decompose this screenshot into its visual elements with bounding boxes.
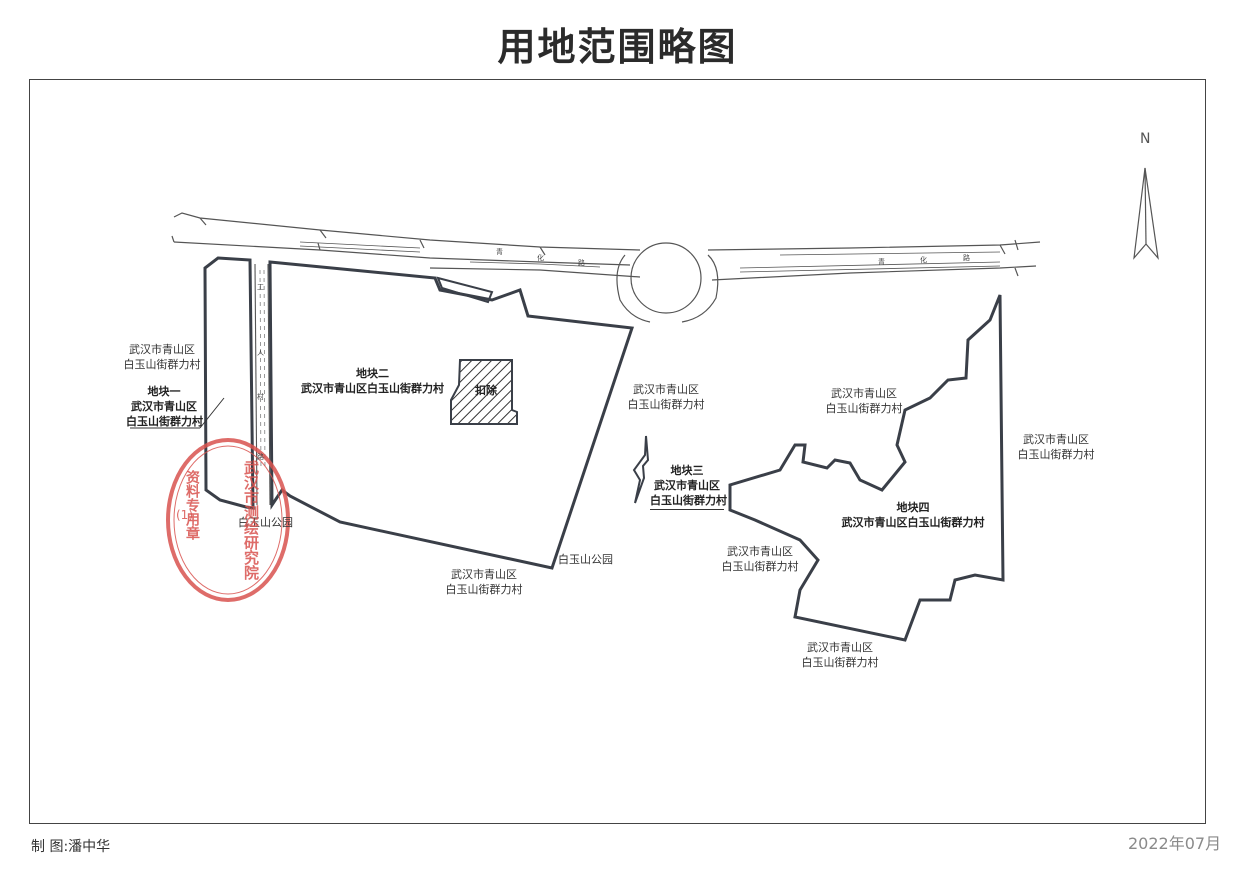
road-label-hua-east: 化: [920, 256, 927, 264]
surrounding-label-3: 武汉市青山区白玉山街群力村: [825, 387, 903, 415]
stamp-num: (1): [176, 508, 193, 522]
road-label-qing-east: 青: [878, 258, 885, 266]
parcel-1-label: 地块一 武汉市青山区 白玉山街群力村: [126, 385, 203, 428]
surrounding-label-4: 武汉市青山区白玉山街群力村: [1017, 433, 1095, 461]
road-label-v3: 村: [257, 393, 264, 401]
qinghua-road: [171, 212, 1041, 281]
surrounding-label-5: 武汉市青山区白玉山街群力村: [721, 545, 799, 573]
road-label-v1: 工: [257, 283, 264, 291]
map-maker: 制 图:潘中华: [31, 839, 111, 855]
surrounding-label-2: 武汉市青山区白玉山街群力村: [627, 383, 705, 411]
official-stamp: [166, 438, 290, 602]
surrounding-label-6: 武汉市青山区白玉山街群力村: [445, 568, 523, 596]
park-label-1: 白玉山公园: [238, 516, 293, 529]
parcel-1-boundary: [203, 256, 255, 510]
road-label-v4: 路: [257, 453, 264, 461]
park-label-2: 白玉山公园: [558, 553, 613, 566]
stamp-sub: 资料专用章: [184, 470, 200, 540]
map-date: 2022年07月: [1128, 834, 1222, 853]
excluded-label: 扣除: [475, 384, 497, 397]
north-label: N: [1140, 131, 1151, 147]
road-label-hua: 化: [537, 254, 544, 262]
parcel-4-label: 地块四 武汉市青山区白玉山街群力村: [841, 501, 985, 529]
parcel-2-label: 地块二 武汉市青山区白玉山街群力村: [301, 367, 444, 395]
page-title: 用地范围略图: [497, 25, 738, 69]
map-frame: [29, 79, 1206, 824]
road-label-lu: 路: [578, 259, 585, 267]
excluded-area: [450, 359, 518, 425]
road-label-lu-east: 路: [963, 254, 970, 262]
parcel-3-boundary: [632, 435, 650, 504]
road-strip: [436, 276, 494, 304]
north-arrow: [1133, 167, 1159, 260]
road-label-v2: 人: [257, 349, 264, 357]
stamp-text: 武汉市测绘研究院: [242, 460, 260, 580]
parcel-4-boundary: [728, 294, 1005, 642]
surrounding-label-1: 武汉市青山区白玉山街群力村: [123, 343, 201, 371]
parcel-1-leader: [199, 397, 225, 429]
surrounding-label-7: 武汉市青山区白玉山街群力村: [801, 641, 879, 669]
parcel-3-label: 地块三 武汉市青山区 白玉山街群力村: [650, 463, 727, 510]
roundabout: [616, 242, 719, 323]
road-label-qing: 青: [496, 248, 503, 256]
